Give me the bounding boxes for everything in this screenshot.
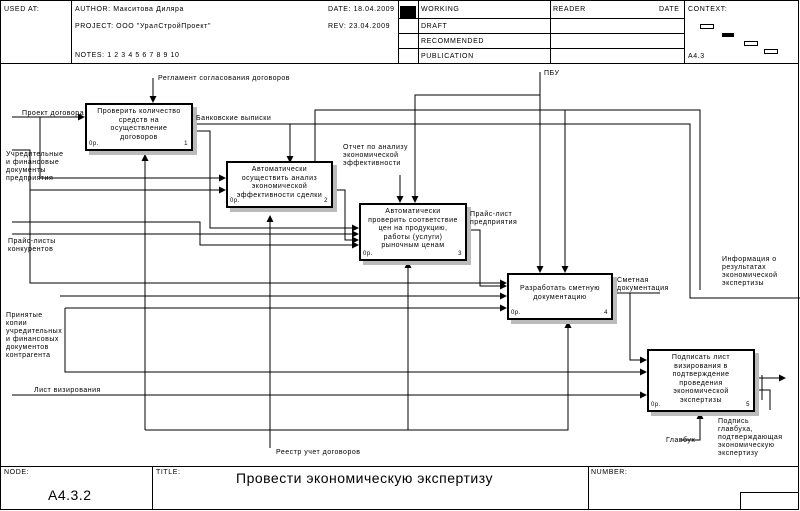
arrow-uchred bbox=[12, 149, 226, 194]
arrow-reestr-4 bbox=[408, 321, 572, 431]
header-row-line bbox=[398, 18, 684, 19]
arrow-podpis bbox=[755, 389, 771, 410]
activity-number: 3 bbox=[458, 250, 462, 257]
activity-box-5[interactable]: Подписать лист визирования в подтвержден… bbox=[647, 349, 755, 412]
status-working: WORKING bbox=[421, 6, 460, 13]
arrow-box4-in1 bbox=[29, 190, 507, 287]
arrow-glavbuh bbox=[680, 412, 704, 441]
activity-cost: 0р. bbox=[363, 250, 373, 257]
header-divider bbox=[550, 0, 551, 63]
label-podpis: Подпись главбуха, подтверждающая экономи… bbox=[718, 418, 783, 457]
label-reglament: Регламент согласования договоров bbox=[158, 75, 291, 82]
footer-top-line bbox=[0, 466, 799, 467]
activity-label: Автоматически осуществить анализ экономи… bbox=[236, 166, 323, 199]
working-status-fill bbox=[400, 6, 416, 19]
label-smeta: Сметная документация bbox=[617, 277, 669, 292]
arrow-upper-feed bbox=[12, 221, 359, 249]
label-otchet: Отчет по анализу экономической эффективн… bbox=[343, 144, 409, 167]
activity-number: 2 bbox=[324, 197, 328, 204]
author-field: AUTHOR: Макситова Диляра bbox=[75, 6, 185, 13]
activity-cost: 0р. bbox=[89, 140, 99, 147]
arrow-proekt-branch bbox=[39, 117, 226, 182]
project-field: PROJECT: ООО "УралСтройПроект" bbox=[75, 23, 212, 30]
label-info: Информация о результатах экономической э… bbox=[722, 256, 778, 287]
arrow-reestr-3 bbox=[145, 261, 412, 431]
label-proekt: Проект договора bbox=[22, 110, 85, 117]
arrow-box1-out bbox=[193, 130, 359, 232]
node-value: A4.3.2 bbox=[48, 487, 92, 503]
status-recommended: RECOMMENDED bbox=[421, 38, 484, 45]
activity-box-2[interactable]: Автоматически осуществить анализ экономи… bbox=[226, 161, 333, 208]
activity-cost: 0р. bbox=[230, 197, 240, 204]
number-label: NUMBER: bbox=[591, 469, 628, 476]
header-row-line bbox=[398, 33, 684, 34]
activity-cost: 0р. bbox=[511, 309, 521, 316]
header-divider bbox=[684, 0, 685, 63]
rev-field: REV: 23.04.2009 bbox=[328, 23, 391, 30]
label-uchred: Учредительные и финансовые документы пре… bbox=[6, 151, 64, 182]
activity-label: Автоматически проверить соответствие цен… bbox=[368, 208, 458, 249]
activity-number: 5 bbox=[746, 401, 750, 408]
footer-divider bbox=[740, 492, 741, 510]
date-field: DATE: 18.04.2009 bbox=[328, 6, 395, 13]
arrow-loop bbox=[314, 109, 701, 290]
label-prais-in: Прайс-листы конкурентов bbox=[8, 238, 56, 253]
activity-cost: 0р. bbox=[651, 401, 661, 408]
arrow-pbu-branch bbox=[411, 94, 540, 203]
node-label: NODE: bbox=[4, 469, 30, 476]
title-label: TITLE: bbox=[156, 469, 181, 476]
activity-box-1[interactable]: Проверить количество средств на осуществ… bbox=[85, 103, 193, 151]
activity-box-4[interactable]: Разработать сметную документацию 0р. 4 bbox=[507, 273, 613, 320]
label-bank: Банковские выписки bbox=[196, 115, 272, 122]
label-glavbuh: Главбух bbox=[666, 437, 696, 444]
activity-label: Разработать сметную документацию bbox=[520, 285, 600, 301]
arrow-prais-out bbox=[467, 229, 507, 290]
activity-number: 4 bbox=[604, 309, 608, 316]
diagram-title: Провести экономическую экспертизу bbox=[236, 470, 494, 486]
footer-divider bbox=[740, 492, 799, 493]
activity-number: 1 bbox=[184, 140, 188, 147]
activity-box-3[interactable]: Автоматически проверить соответствие цен… bbox=[359, 203, 467, 261]
header-bottom-line bbox=[0, 63, 799, 64]
reader-label: READER bbox=[553, 6, 586, 13]
arrow-prinyatye bbox=[64, 308, 647, 376]
notes-field: NOTES: 1 2 3 4 5 6 7 8 9 10 bbox=[75, 52, 180, 59]
footer-divider bbox=[588, 466, 589, 510]
footer-divider bbox=[152, 466, 153, 510]
label-prais-out: Прайс-лист предприятия bbox=[470, 211, 518, 226]
arrow-otchet bbox=[333, 189, 359, 244]
activity-label: Подписать лист визирования в подтвержден… bbox=[671, 354, 731, 404]
reader-date-label: DATE bbox=[659, 6, 680, 13]
header-divider bbox=[398, 0, 399, 63]
arrow-bank bbox=[193, 123, 294, 163]
label-reestr: Реестр учет договоров bbox=[276, 449, 361, 456]
header-row-line bbox=[398, 48, 684, 49]
used-at-label: USED AT: bbox=[4, 6, 40, 13]
context-node: A4.3 bbox=[688, 53, 705, 60]
label-list-viz: Лист визирования bbox=[34, 387, 101, 394]
status-draft: DRAFT bbox=[421, 23, 448, 30]
context-label: CONTEXT: bbox=[688, 6, 728, 13]
label-pbu: ПБУ bbox=[544, 70, 560, 77]
arrow-smeta-down bbox=[629, 293, 647, 364]
label-prinyatye: Принятые копии учредительных и финансовы… bbox=[6, 312, 63, 359]
header-divider bbox=[71, 0, 72, 63]
header-divider bbox=[418, 0, 419, 63]
status-publication: PUBLICATION bbox=[421, 53, 474, 60]
activity-label: Проверить количество средств на осуществ… bbox=[97, 108, 181, 141]
